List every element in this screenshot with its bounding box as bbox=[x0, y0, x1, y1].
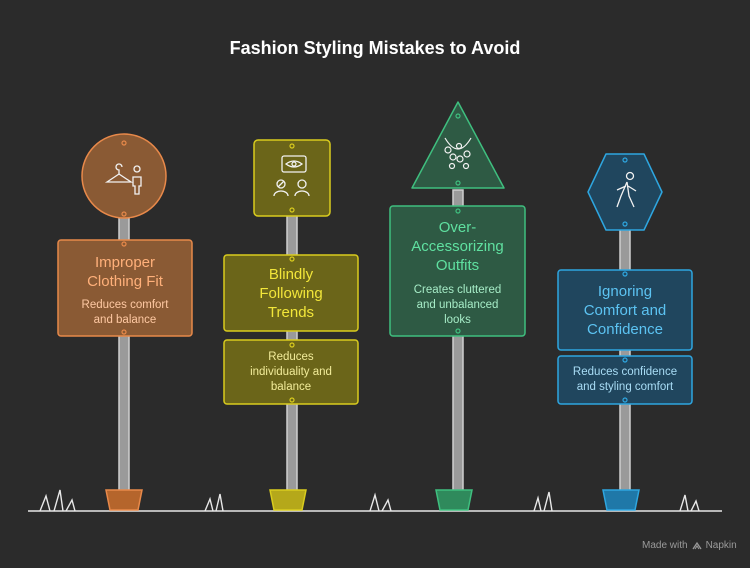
description-line: Reduces confidence bbox=[572, 366, 678, 378]
napkin-logo-icon bbox=[692, 541, 702, 549]
description-line: Reduces comfort bbox=[81, 299, 169, 311]
description-line: and styling comfort bbox=[576, 381, 674, 393]
mistake-label-1: Improper Clothing Fit bbox=[58, 250, 192, 294]
eye-people-icon bbox=[273, 155, 310, 197]
mistake-label-2: Blindly Following Trends bbox=[224, 262, 358, 324]
mistake-label-3: Over- Accessorizing Outfits bbox=[390, 216, 525, 276]
sign-board bbox=[223, 254, 359, 332]
walking-person-icon bbox=[616, 171, 637, 208]
signpost-over-accessorizing-outfits bbox=[389, 101, 526, 511]
label-line: Over- bbox=[438, 218, 477, 236]
label-line: Trends bbox=[267, 303, 315, 321]
description-line: Reduces bbox=[268, 350, 314, 363]
page-title: Fashion Styling Mistakes to Avoid bbox=[229, 38, 521, 58]
ground bbox=[28, 489, 722, 512]
label-line: Accessorizing bbox=[411, 237, 504, 255]
description-board bbox=[557, 355, 693, 405]
label-line: Improper bbox=[94, 254, 156, 271]
description-line: and unbalanced bbox=[416, 298, 499, 311]
description-line: looks bbox=[444, 313, 471, 326]
hanger-person-icon bbox=[104, 163, 142, 195]
description-line: Creates cluttered bbox=[413, 283, 502, 296]
jewelry-icon bbox=[444, 137, 472, 170]
label-line: Outfits bbox=[435, 256, 480, 274]
description-board bbox=[223, 339, 359, 405]
label-line: Ignoring bbox=[597, 282, 653, 300]
description-line: individuality and bbox=[250, 365, 332, 378]
label-line: Blindly bbox=[268, 265, 314, 283]
sign-board bbox=[557, 269, 693, 351]
pole-base bbox=[269, 489, 307, 511]
pole-base bbox=[602, 489, 640, 511]
signpost-improper-clothing-fit bbox=[57, 133, 193, 511]
mistake-description-2: Reduces individuality and balance bbox=[224, 348, 358, 396]
signpost-ignoring-comfort-and-confidence bbox=[557, 153, 693, 511]
mistake-description-3: Creates cluttered and unbalanced looks bbox=[390, 282, 525, 328]
square-sign bbox=[253, 139, 331, 217]
made-with-napkin-credit[interactable]: Made with Napkin bbox=[642, 540, 737, 551]
sign-board bbox=[389, 205, 526, 337]
napkin-brand-text: Napkin bbox=[705, 540, 737, 551]
hexagon-sign bbox=[587, 153, 663, 231]
made-with-text: Made with bbox=[642, 540, 688, 551]
pole-base bbox=[435, 489, 473, 511]
description-line: balance bbox=[270, 380, 312, 393]
mistake-description-1: Reduces comfort and balance bbox=[58, 296, 192, 330]
sign-board bbox=[57, 239, 193, 337]
label-line: Confidence bbox=[587, 320, 663, 338]
mistake-description-4: Reduces confidence and styling comfort bbox=[558, 364, 692, 396]
label-line: Following bbox=[259, 284, 323, 302]
signpost-blindly-following-trends bbox=[223, 139, 359, 511]
round-sign bbox=[81, 133, 167, 219]
description-line: and balance bbox=[93, 314, 157, 326]
triangle-sign bbox=[411, 101, 505, 189]
label-line: Comfort and bbox=[583, 301, 667, 319]
pole-base bbox=[105, 489, 143, 511]
mistake-label-4: Ignoring Comfort and Confidence bbox=[558, 279, 692, 341]
label-line: Clothing Fit bbox=[87, 273, 163, 290]
